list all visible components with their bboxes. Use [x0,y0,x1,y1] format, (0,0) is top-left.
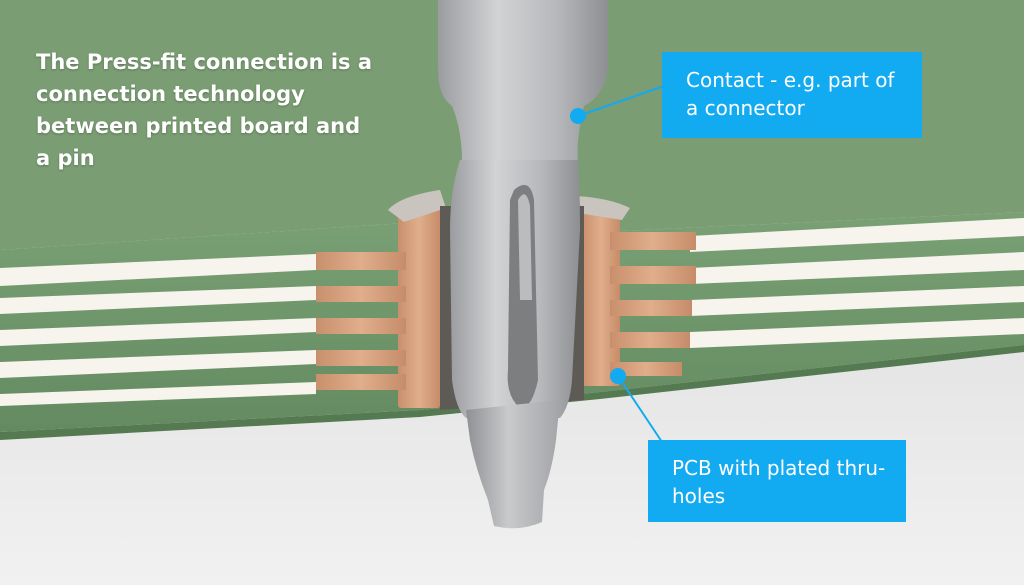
leader-lines [577,85,665,443]
pcb-leader-line [617,375,663,443]
contact-pin-upper [438,0,608,162]
pcb-board-edge [0,345,1024,440]
pcb-traces-left [0,254,316,406]
contact-callout-label: Contact - e.g. part of a connector [686,68,895,120]
plating-right-ring [576,196,630,220]
contact-pin-tip [466,400,560,529]
pcb-callout-box [648,440,906,522]
plating-right [582,210,696,386]
plating-left [316,208,440,408]
pcb-traces-right [690,218,1024,348]
contact-callout-box [662,52,922,138]
pcb-marker-dot [610,368,626,384]
pcb-callout-label: PCB with plated thru-holes [672,456,886,508]
headline-text: The Press-fit connection is a connection… [36,50,373,170]
contact-leader-line [577,85,665,117]
plating-left-ring [388,190,446,222]
contact-pin-slot-highlight [518,194,532,300]
contact-marker-dot [570,108,586,124]
